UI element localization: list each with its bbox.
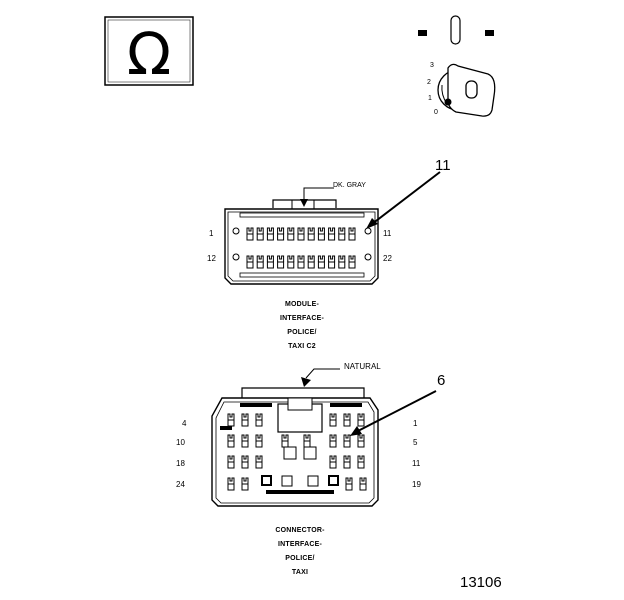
module-caption-line-4: TAXI C2 (288, 343, 316, 350)
interface-caption-line-4: TAXI (291, 569, 309, 576)
callout-11: 11 (435, 157, 451, 174)
interface-caption-line-2: INTERFACE- (278, 541, 322, 548)
key-position-3: 3 (430, 62, 434, 69)
key-position-2: 2 (427, 79, 431, 86)
interface-wire-color: NATURAL (344, 362, 381, 371)
interface-pin-18: 18 (176, 459, 185, 468)
module-caption-line-3: POLICE/ (287, 329, 317, 336)
interface-pin-10: 10 (176, 438, 185, 447)
callout-11-leader (371, 171, 441, 225)
interface-pin-4: 4 (182, 419, 187, 428)
module-wire-color: DK. GRAY (333, 182, 366, 189)
interface-caption-line-3: POLICE/ (285, 555, 315, 562)
module-pin-22: 22 (383, 254, 392, 263)
ignition-key-icon (418, 15, 496, 117)
module-pin-12: 12 (207, 254, 216, 263)
key-position-1: 1 (428, 95, 432, 102)
module-caption-line-2: INTERFACE- (280, 315, 324, 322)
ohm-glyph: Ω (127, 20, 171, 88)
key-position-0: 0 (434, 109, 438, 116)
module-pin-11: 11 (383, 229, 392, 238)
module-connector-caption: MODULE- INTERFACE- POLICE/ TAXI C2 (252, 298, 352, 354)
figure-number: 13106 (460, 574, 502, 591)
callout-6-arrowhead (350, 426, 362, 436)
interface-caption-line-1: CONNECTOR- (275, 527, 325, 534)
interface-pin-5: 5 (413, 438, 418, 447)
interface-pin-19: 19 (412, 480, 421, 489)
module-caption-line-1: MODULE- (284, 301, 320, 308)
interface-pin-24: 24 (176, 480, 185, 489)
interface-pin-1: 1 (413, 419, 418, 428)
interface-connector-body (211, 368, 379, 507)
module-pin-1: 1 (209, 229, 214, 238)
ohmmeter-symbol-icon: Ω (104, 16, 194, 88)
callout-6-leader (355, 390, 437, 433)
interface-pin-11: 11 (412, 459, 421, 468)
callout-6: 6 (437, 372, 446, 389)
interface-connector-caption: CONNECTOR- INTERFACE- POLICE/ TAXI (248, 524, 352, 580)
module-connector-body (224, 187, 379, 285)
callout-11-arrowhead (366, 218, 378, 229)
